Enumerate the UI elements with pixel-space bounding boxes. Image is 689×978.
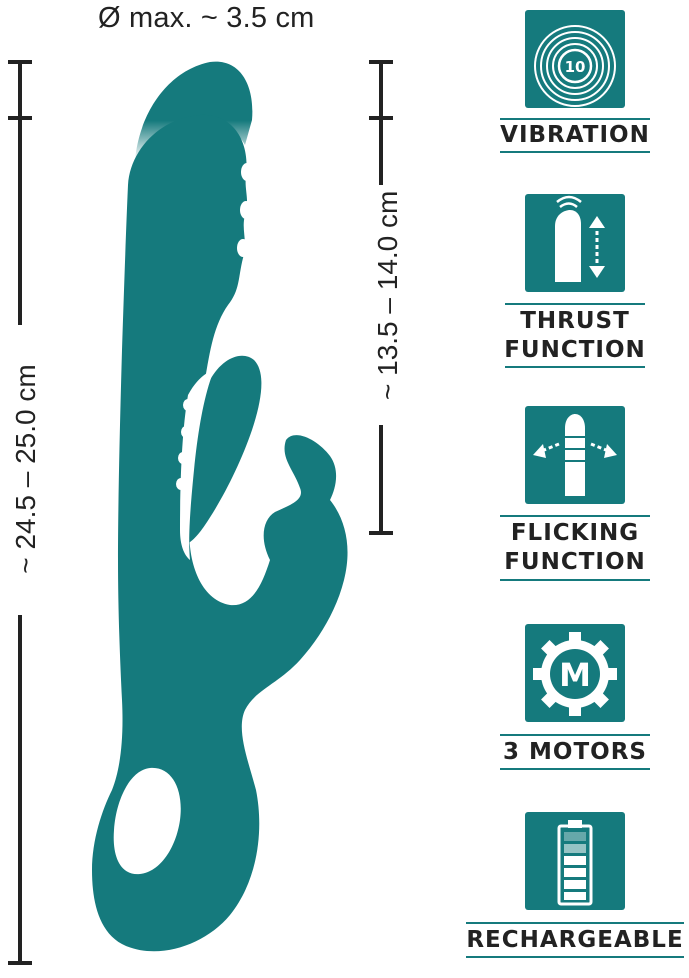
motor-gear-icon: M — [525, 624, 625, 722]
feature-rule — [466, 956, 684, 958]
feature-rule — [505, 303, 645, 305]
feature-rule — [500, 734, 650, 736]
flicking-icon — [525, 406, 625, 504]
feature-rule — [500, 515, 650, 517]
feature-rule — [500, 579, 650, 581]
feature-rule — [466, 922, 684, 924]
battery-icon — [525, 812, 625, 910]
feature-rule — [500, 768, 650, 770]
vibration-badge: 10 — [565, 58, 586, 76]
thrust-icon — [525, 194, 625, 292]
feature-rule — [505, 366, 645, 368]
motor-badge: M — [559, 656, 591, 694]
feature-label-vibration: VIBRATION — [500, 122, 650, 148]
feature-label-rechargeable: RECHARGEABLE — [466, 927, 684, 953]
feature-rule — [500, 118, 650, 120]
feature-rule — [500, 151, 650, 153]
feature-label-flicking-line2: FUNCTION — [504, 549, 646, 575]
feature-label-thrust-line1: THRUST — [520, 308, 630, 334]
diameter-label: Ø max. ~ 3.5 cm — [98, 2, 315, 34]
feature-label-thrust-line2: FUNCTION — [504, 337, 646, 363]
vibration-10-icon: 10 — [525, 10, 625, 108]
feature-label-flicking-line1: FLICKING — [510, 520, 640, 546]
feature-label-motors: 3 MOTORS — [503, 739, 647, 765]
